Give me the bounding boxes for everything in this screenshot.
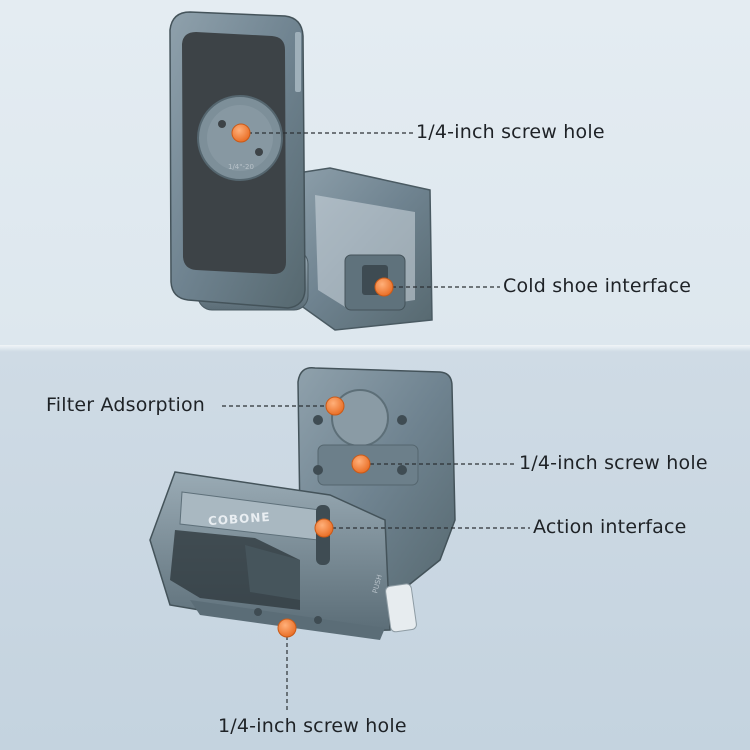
callout-cold-shoe: Cold shoe interface — [503, 275, 692, 297]
callout-bottom-screw-hole: 1/4-inch screw hole — [218, 715, 407, 737]
section-divider — [0, 345, 750, 351]
screw-size-engraving: 1/4"-20 — [228, 163, 254, 171]
callout-top-screw-hole: 1/4-inch screw hole — [416, 121, 605, 143]
callout-middle-screw-hole: 1/4-inch screw hole — [519, 452, 708, 474]
callout-action-interface: Action interface — [533, 516, 687, 538]
callout-filter-adsorption: Filter Adsorption — [46, 394, 206, 416]
top-bracket — [169, 11, 433, 331]
callout-markers — [231, 123, 394, 638]
leader-lines — [222, 132, 530, 712]
